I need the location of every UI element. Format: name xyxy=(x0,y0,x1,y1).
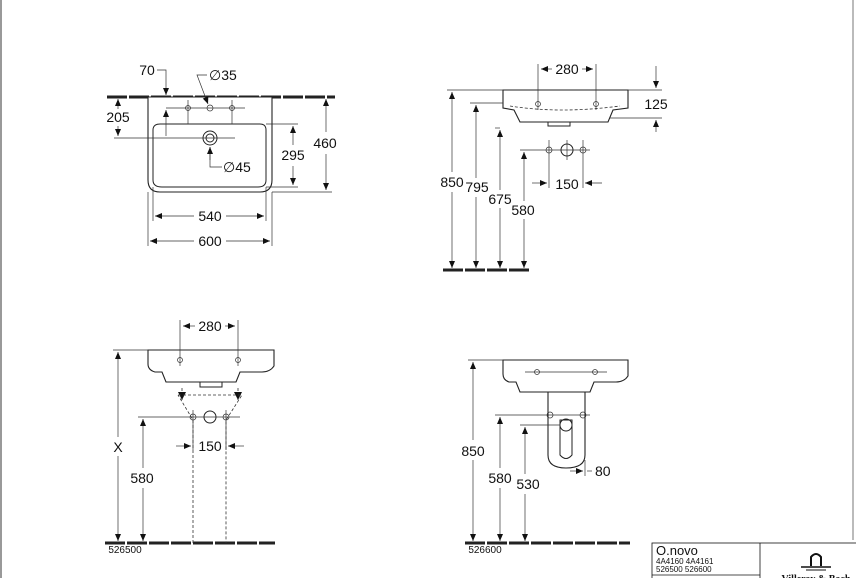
front-view-half-pedestal-drawing: 80 850 580 530 526600 xyxy=(461,359,630,556)
product-code-half-pedestal: 526600 xyxy=(468,545,502,556)
dim-rim-height: 850 xyxy=(440,174,464,190)
dim-pedestal-bottom: 530 xyxy=(516,476,540,492)
product-codes-line2: 526500 526600 xyxy=(656,565,712,574)
title-block: O.novo 4A4160 4A4161 526500 526600 Ville… xyxy=(651,542,856,578)
product-codes-line1: 4A4160 4A4161 xyxy=(656,557,714,566)
dim-tap-spacing: 280 xyxy=(555,61,579,77)
basin-front-outline xyxy=(502,359,629,393)
dim-depth-to-drain: 205 xyxy=(106,109,130,125)
basin-side-outline xyxy=(502,89,629,123)
dim-underside-height: 795 xyxy=(465,179,489,195)
bowl-outline xyxy=(152,123,267,188)
tap-hole-marks xyxy=(185,100,235,124)
dim-height-x: X xyxy=(113,439,123,455)
brand-logo-icon: Villeroy & Boch xyxy=(782,553,851,578)
dim-pipe-spacing: 150 xyxy=(198,438,222,454)
dim-pipe-height: 580 xyxy=(130,470,154,486)
side-view-drawing: 280 125 850 795 675 580 150 xyxy=(440,61,668,272)
dim-drain: ∅45 xyxy=(223,159,251,175)
dim-pipe-spacing: 150 xyxy=(555,176,579,192)
dim-rim-height: 850 xyxy=(461,443,485,459)
product-code-pedestal: 526500 xyxy=(108,545,142,556)
dim-drain-height: 675 xyxy=(488,191,512,207)
dim-offset: 70 xyxy=(139,62,155,78)
basin-front-outline xyxy=(147,349,275,383)
dim-bowl-width: 540 xyxy=(198,208,222,224)
svg-text:Villeroy & Boch: Villeroy & Boch xyxy=(782,574,851,578)
dim-tap-hole: ∅35 xyxy=(209,67,237,83)
top-view-drawing: 600 540 460 295 205 70 ∅35 ∅45 xyxy=(106,62,337,249)
product-name: O.novo xyxy=(656,543,698,558)
dim-pedestal-width: 80 xyxy=(595,463,611,479)
dim-depth: 460 xyxy=(313,135,337,151)
dim-pipe-height: 580 xyxy=(488,470,512,486)
dim-width: 600 xyxy=(198,233,222,249)
dim-thickness: 125 xyxy=(644,96,668,112)
dim-tap-spacing: 280 xyxy=(198,318,222,334)
dim-pipe-height: 580 xyxy=(511,202,535,218)
front-view-pedestal-drawing: 280 150 X 580 526500 xyxy=(105,318,275,556)
half-pedestal-outline xyxy=(547,391,586,469)
dim-bowl-depth: 295 xyxy=(281,147,305,163)
